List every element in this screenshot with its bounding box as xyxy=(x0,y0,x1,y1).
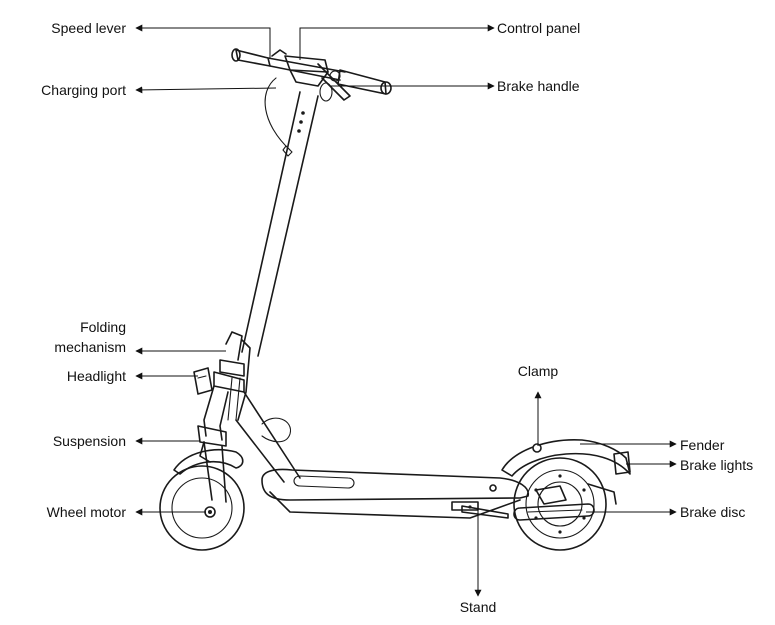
deck xyxy=(235,391,529,519)
front-wheel xyxy=(159,465,245,551)
label-charging-port: Charging port xyxy=(41,82,126,98)
headlight xyxy=(193,367,213,395)
label-speed-lever: Speed lever xyxy=(51,20,126,36)
label-folding-line1: Folding xyxy=(80,319,126,335)
label-suspension: Suspension xyxy=(53,433,126,449)
labels: Speed lever Control panel Charging port … xyxy=(41,20,753,615)
label-brake-lights: Brake lights xyxy=(680,457,753,473)
label-brake-handle: Brake handle xyxy=(497,78,580,94)
label-clamp: Clamp xyxy=(518,363,559,379)
scooter-illustration xyxy=(159,48,631,551)
label-wheel-motor: Wheel motor xyxy=(47,504,127,520)
label-brake-disc: Brake disc xyxy=(680,504,745,520)
front-fork xyxy=(197,385,229,503)
leader-charging-port xyxy=(135,86,277,94)
stem xyxy=(241,77,319,357)
rear-wheel xyxy=(513,457,617,551)
rear-fender xyxy=(489,439,631,492)
leader-control-panel xyxy=(299,24,495,60)
leader-lines xyxy=(135,24,677,597)
label-stand: Stand xyxy=(460,599,497,615)
front-fender xyxy=(173,448,244,475)
leader-speed-lever xyxy=(135,24,271,58)
label-folding-line2: mechanism xyxy=(54,339,126,355)
label-control-panel: Control panel xyxy=(497,20,580,36)
label-headlight: Headlight xyxy=(67,368,126,384)
folding-mechanism xyxy=(213,331,251,421)
handlebar xyxy=(231,48,392,102)
label-fender: Fender xyxy=(680,437,725,453)
